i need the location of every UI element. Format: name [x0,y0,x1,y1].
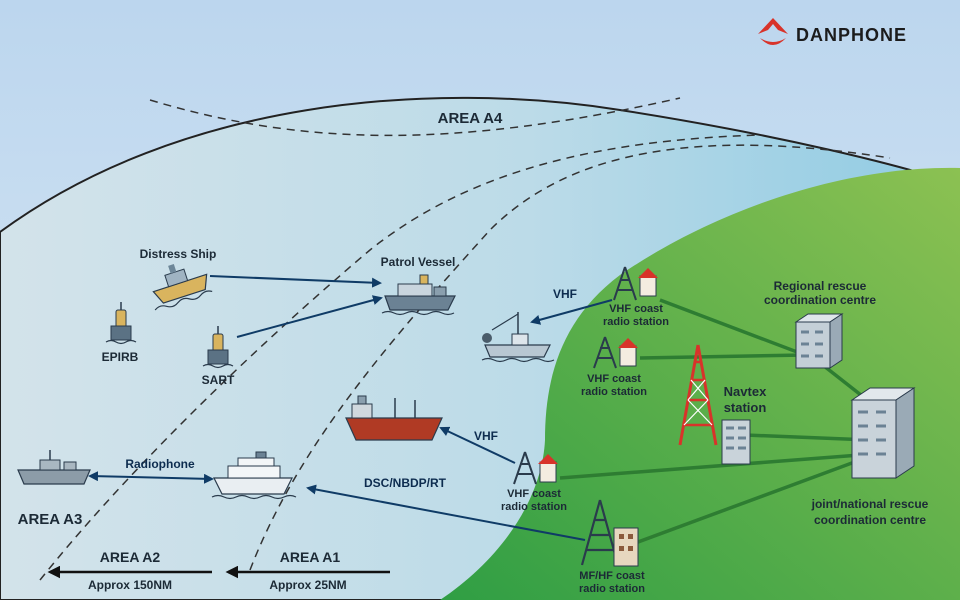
vhf-station-2-line2: radio station [581,386,647,398]
sart-label: SART [202,373,235,387]
joint-centre-building-icon [850,387,916,479]
radiophone-label: Radiophone [125,457,195,471]
sea-links [88,275,613,541]
cruise-ship-icon [211,451,297,500]
area-a2-range: Approx 150NM [88,578,172,592]
area-a1-range: Approx 25NM [269,578,346,592]
navtex-tower-icon [678,344,751,465]
mf-hf-tower-icon [580,499,639,567]
vhf-tower-3-icon [513,451,558,485]
vhf-station-1-line1: VHF coast [609,303,663,315]
area-a4-label: AREA A4 [438,110,503,127]
fishing-boat-icon [481,312,555,363]
distress-ship-icon [152,263,213,311]
sart-icon [202,326,234,369]
navtex-line2: station [724,400,767,415]
brand-name: DANPHONE [796,25,907,45]
area-a1-label: AREA A1 [280,549,341,565]
danphone-logo-icon [758,18,788,45]
vhf-station-3-line1: VHF coast [507,488,561,500]
regional-line2: coordination centre [764,293,876,307]
land-mass [440,167,960,600]
joint-line2: coordination centre [814,513,926,527]
mf-station-line1: MF/HF coast [579,570,645,582]
naval-ship-icon [17,450,91,485]
vhf-label-mid: VHF [474,429,498,443]
epirb-label: EPIRB [102,350,139,364]
vhf-tower-2-icon [593,336,638,369]
area-a2-label: AREA A2 [100,549,161,565]
regional-centre-building-icon [794,313,844,369]
epirb-icon [105,302,137,345]
vhf-station-2-line1: VHF coast [587,373,641,385]
joint-line1: joint/national rescue [811,497,929,511]
patrol-vessel-label: Patrol Vessel [381,255,456,269]
vhf-station-1-line2: radio station [603,316,669,328]
boundary-a4 [149,97,681,137]
boundary-a1 [249,144,891,571]
mf-station-line2: radio station [579,583,645,595]
cargo-ship-icon [345,395,443,441]
distress-ship-label: Distress Ship [140,247,217,261]
regional-line1: Regional rescue [774,279,867,293]
area-a3-label: AREA A3 [18,511,83,528]
patrol-vessel-icon [381,274,456,316]
vhf-station-3-line2: radio station [501,501,567,513]
vhf-label-top: VHF [553,287,577,301]
vhf-tower-1-icon [613,266,658,301]
navtex-line1: Navtex [724,384,767,399]
dsc-label: DSC/NBDP/RT [364,476,447,490]
